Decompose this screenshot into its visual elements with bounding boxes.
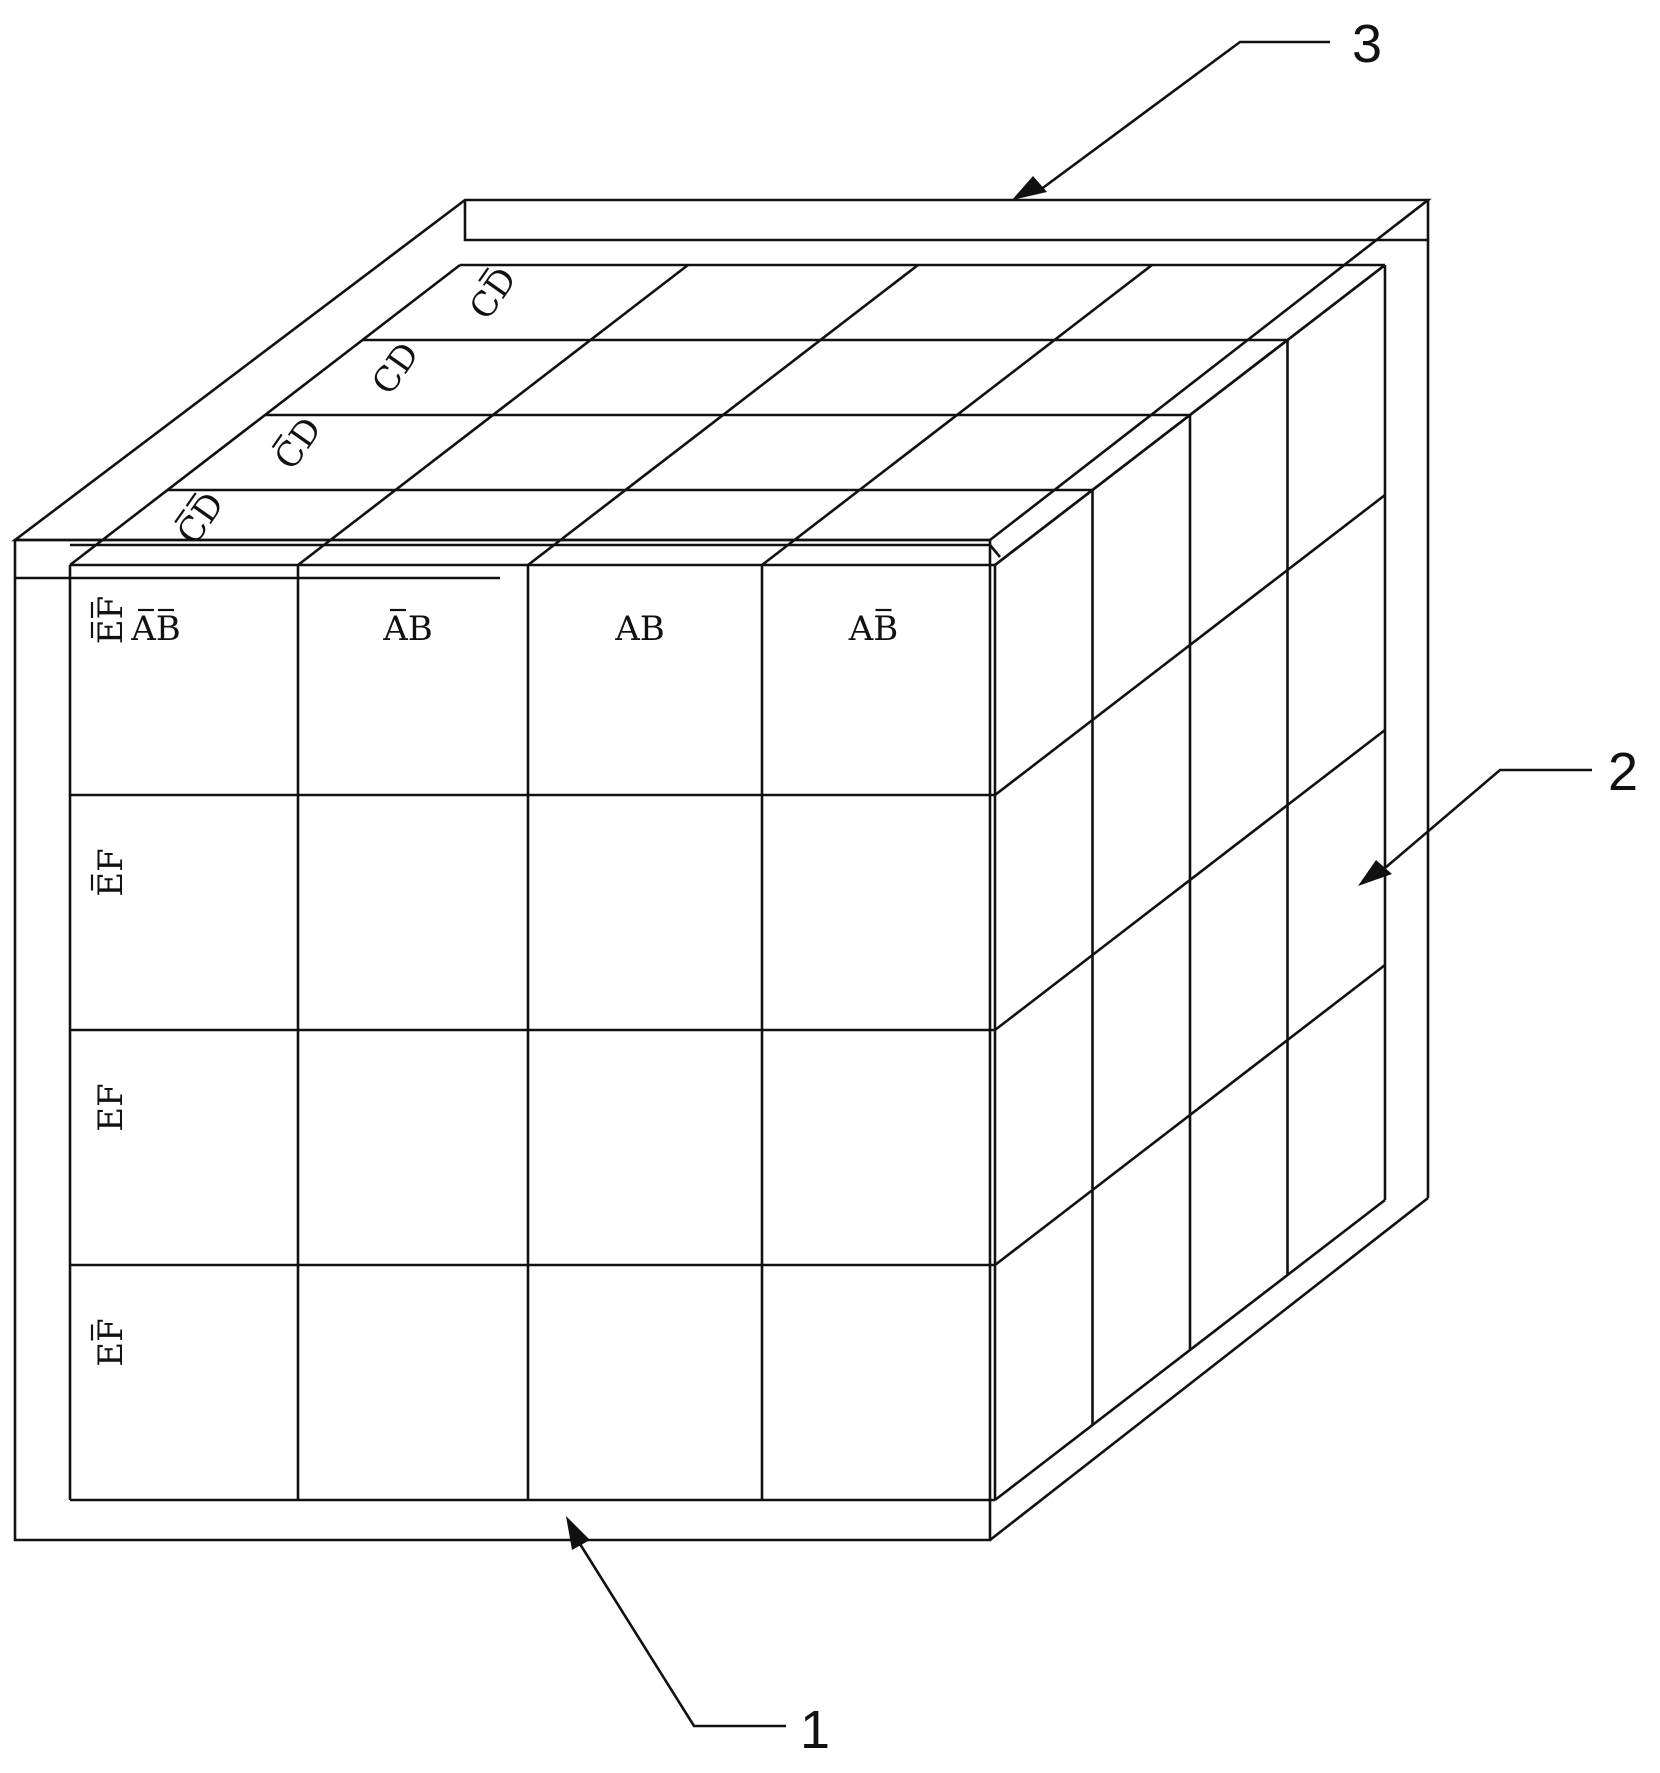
callout-1-label: 1 [800,1700,830,1760]
top-depth-line-3 [761,263,1153,567]
cube-grid-lines [68,263,1387,1502]
column-header-text-0: AB [130,609,181,649]
row-header-0: EF [90,596,131,644]
side-depth-line-1 [994,493,1386,797]
outer-rim-top [463,200,1428,242]
column-header-text-1: AB [382,609,433,649]
column-header-1: AB [382,608,433,649]
top-depth-line-1 [297,263,689,567]
row-headers: EF EF EF EF [90,596,131,1367]
depth-header-overbar-0-0 [174,508,186,524]
row-header-1: EF [90,848,131,897]
callout-1-arrowhead [566,1516,590,1550]
row-header-text-1: EF [91,848,131,896]
top-depth-line-2 [527,263,919,567]
callout-2: 2 [1358,742,1638,886]
column-header-text-3: AB [848,609,899,649]
callout-3-leader [1039,40,1330,192]
column-header-text-2: AB [614,609,665,649]
depth-header-2: CD [364,335,427,402]
depth-header-1: CD [267,410,330,477]
row-header-text-3: EF [91,1318,131,1366]
side-depth-line-0 [994,263,1386,567]
column-header-3: AB [848,608,899,649]
callout-3-arrowhead [1012,176,1047,200]
outer-front-face [13,538,992,1542]
outer-frame [11,198,1432,1542]
column-header-2: AB [614,609,665,649]
top-depth-line-0 [69,263,461,567]
side-depth-line-2 [994,728,1386,1032]
row-header-text-0: EF [91,596,131,644]
outer-bottom-depth-edge [989,1196,1429,1542]
depth-headers: CD CD CD CD [169,260,525,552]
depth-header-overbar-3-0 [478,267,490,282]
row-header-3: EF [90,1318,131,1367]
callout-2-arrowhead [1358,860,1392,886]
side-depth-line-4 [994,1198,1386,1502]
callout-2-label: 2 [1608,742,1638,802]
depth-header-text-3: CD [462,260,525,327]
depth-header-text-2: CD [364,335,427,402]
callout-1: 1 [566,1516,830,1760]
depth-header-0: CD [169,485,232,552]
depth-header-overbar-1-0 [271,433,283,449]
depth-header-overbar-0-1 [185,492,197,507]
callout-3: 3 [1012,14,1382,200]
side-depth-line-3 [994,963,1386,1267]
column-headers: AB AB AB AB [130,608,899,649]
column-header-0: AB [130,608,181,649]
row-header-2: EF [91,1083,131,1131]
front-rim-corner [989,544,1001,558]
callout-1-leader [578,1543,786,1728]
row-header-text-2: EF [91,1083,131,1131]
callout-3-label: 3 [1352,14,1382,74]
callout-2-leader [1384,768,1592,869]
depth-header-3: CD [462,260,525,327]
